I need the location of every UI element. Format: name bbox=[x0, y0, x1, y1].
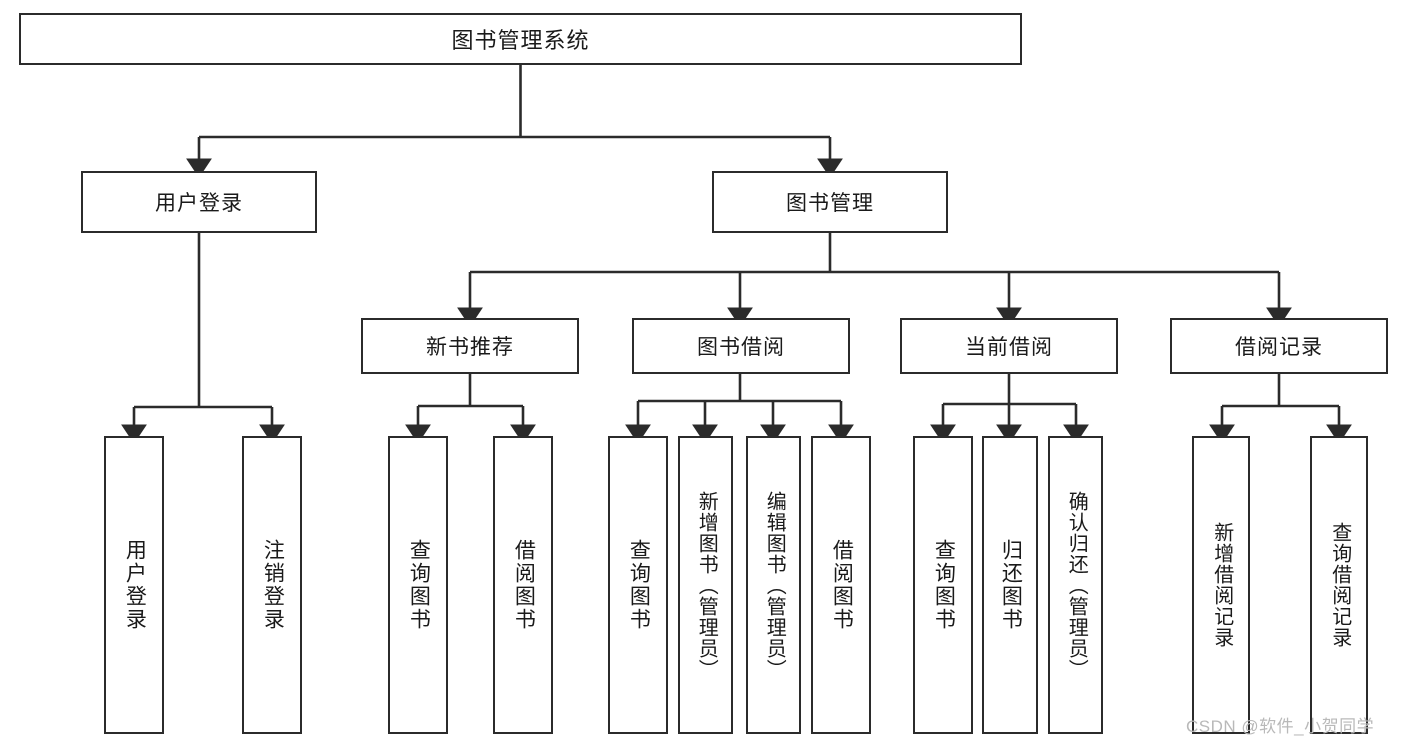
node-borrow-record[interactable]: 借阅记录 bbox=[1170, 318, 1388, 374]
node-leaf-query-record-label: 查询借阅记录 bbox=[1328, 522, 1351, 648]
node-leaf-add-record[interactable]: 新增借阅记录 bbox=[1192, 436, 1250, 734]
node-leaf-query-book-2-label: 查询图书 bbox=[627, 539, 651, 631]
node-leaf-add-book[interactable]: 新增图书（管理员） bbox=[678, 436, 733, 734]
node-leaf-borrow-book-1-label: 借阅图书 bbox=[512, 539, 536, 631]
node-leaf-query-record[interactable]: 查询借阅记录 bbox=[1310, 436, 1368, 734]
node-book-manage[interactable]: 图书管理 bbox=[712, 171, 948, 233]
node-leaf-add-record-label: 新增借阅记录 bbox=[1210, 522, 1233, 648]
node-leaf-query-book-2[interactable]: 查询图书 bbox=[608, 436, 668, 734]
node-current-borrow-label: 当前借阅 bbox=[965, 336, 1053, 359]
node-leaf-query-book-3[interactable]: 查询图书 bbox=[913, 436, 973, 734]
node-leaf-return-book-label: 归还图书 bbox=[999, 539, 1023, 631]
watermark: CSDN @软件_小贺同学 bbox=[1186, 717, 1375, 736]
node-leaf-query-book-1[interactable]: 查询图书 bbox=[388, 436, 448, 734]
node-leaf-borrow-book-2[interactable]: 借阅图书 bbox=[811, 436, 871, 734]
node-leaf-logout-login-label: 注销登录 bbox=[261, 539, 285, 631]
node-leaf-borrow-book-2-label: 借阅图书 bbox=[830, 539, 854, 631]
node-book-borrow-label: 图书借阅 bbox=[697, 336, 785, 359]
node-leaf-logout-login[interactable]: 注销登录 bbox=[242, 436, 302, 734]
node-leaf-add-book-label: 新增图书（管理员） bbox=[695, 490, 718, 680]
node-user-login-label: 用户登录 bbox=[155, 192, 243, 215]
node-borrow-record-label: 借阅记录 bbox=[1235, 336, 1323, 359]
node-new-book-recommend-label: 新书推荐 bbox=[426, 336, 514, 359]
node-new-book-recommend[interactable]: 新书推荐 bbox=[361, 318, 579, 374]
node-root-label: 图书管理系统 bbox=[451, 28, 590, 53]
node-leaf-confirm-return-label: 确认归还（管理员） bbox=[1065, 490, 1088, 680]
node-root[interactable]: 图书管理系统 bbox=[19, 13, 1022, 65]
node-leaf-user-login[interactable]: 用户登录 bbox=[104, 436, 164, 734]
node-user-login[interactable]: 用户登录 bbox=[81, 171, 317, 233]
node-leaf-edit-book[interactable]: 编辑图书（管理员） bbox=[746, 436, 801, 734]
node-leaf-query-book-3-label: 查询图书 bbox=[932, 539, 956, 631]
node-leaf-edit-book-label: 编辑图书（管理员） bbox=[763, 490, 786, 680]
node-current-borrow[interactable]: 当前借阅 bbox=[900, 318, 1118, 374]
node-leaf-user-login-label: 用户登录 bbox=[123, 539, 147, 631]
node-leaf-borrow-book-1[interactable]: 借阅图书 bbox=[493, 436, 553, 734]
node-leaf-confirm-return[interactable]: 确认归还（管理员） bbox=[1048, 436, 1103, 734]
node-book-borrow[interactable]: 图书借阅 bbox=[632, 318, 850, 374]
node-book-manage-label: 图书管理 bbox=[786, 192, 874, 215]
node-leaf-query-book-1-label: 查询图书 bbox=[407, 539, 431, 631]
node-leaf-return-book[interactable]: 归还图书 bbox=[982, 436, 1038, 734]
